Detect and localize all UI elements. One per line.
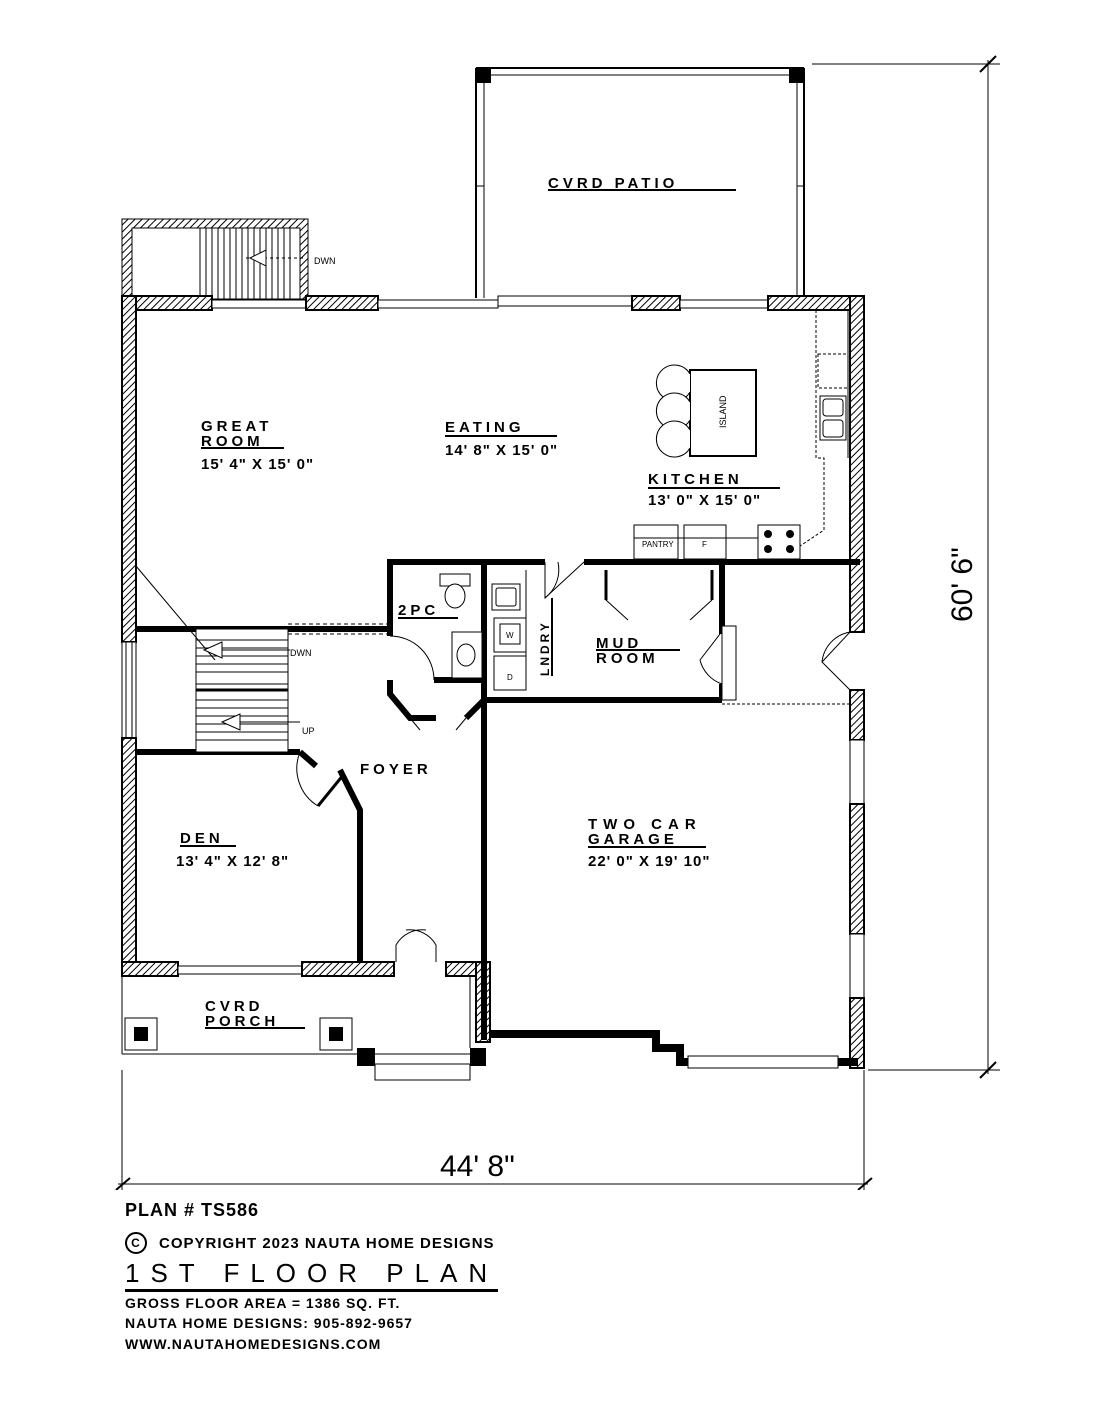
pantry xyxy=(633,524,679,560)
porch-label-2: PORCH xyxy=(205,1013,279,1030)
2pc-label: 2PC xyxy=(398,602,439,619)
cvrd-patio-label: CVRD PATIO xyxy=(548,175,678,192)
2pc-door-swing xyxy=(389,635,435,681)
kitchen-label: KITCHEN xyxy=(648,471,743,488)
overall-width-dimension: 44' 8" xyxy=(440,1150,515,1183)
great-room-dimensions: 15' 4" X 15' 0" xyxy=(201,456,314,473)
arrow-left-icon xyxy=(248,249,267,267)
mud-room-fixtures xyxy=(604,570,850,705)
arrow-left-icon xyxy=(202,641,223,659)
mud-closet-door xyxy=(605,580,713,621)
den-dimensions: 13' 4" X 12' 8" xyxy=(176,853,289,870)
garage-label-2: GARAGE xyxy=(588,831,678,848)
powder-room-fixtures xyxy=(439,573,483,679)
copyright-icon: C xyxy=(125,1232,147,1254)
stool-icon xyxy=(655,420,691,458)
interior-stairs: DWN UP xyxy=(135,565,390,753)
closet-door-swing xyxy=(409,717,467,731)
room-labels: CVRD PATIO GREAT ROOM 15' 4" X 15' 0" EA… xyxy=(176,175,780,1030)
arrow-left-icon xyxy=(220,713,241,731)
fridge xyxy=(683,524,727,560)
kitchen-fixtures: ISLAND PANTRY F xyxy=(633,310,849,560)
porch-post xyxy=(357,1048,375,1066)
den-door-swing xyxy=(296,751,319,807)
gross-floor-area: GROSS FLOOR AREA = 1386 SQ. FT. xyxy=(125,1295,401,1311)
den-label: DEN xyxy=(180,830,224,847)
copyright-line: C COPYRIGHT 2023 NAUTA HOME DESIGNS xyxy=(125,1232,495,1254)
front-door-swing xyxy=(395,929,427,962)
kitchen-dimensions: 13' 0" X 15' 0" xyxy=(648,492,761,509)
covered-patio xyxy=(475,67,805,298)
patio-post xyxy=(476,68,491,83)
sheet-title: 1ST FLOOR PLAN xyxy=(125,1258,499,1292)
laundry-label: LNDRY xyxy=(538,620,552,676)
deck-stair-down-label: DWN xyxy=(314,256,336,266)
company-website: WWW.NAUTAHOMEDESIGNS.COM xyxy=(125,1336,382,1352)
stove-icon xyxy=(757,524,801,560)
porch-post xyxy=(470,1048,486,1066)
toilet-icon xyxy=(444,583,466,609)
dryer-label: D xyxy=(507,673,513,682)
pantry-label: PANTRY xyxy=(642,540,674,549)
eating-dimensions: 14' 8" X 15' 0" xyxy=(445,442,558,459)
great-room-label-2: ROOM xyxy=(201,433,264,450)
fridge-label: F xyxy=(702,540,707,549)
rear-deck-stairs: DWN xyxy=(121,218,336,300)
exterior-walls xyxy=(121,295,865,1069)
doors xyxy=(296,561,851,962)
patio-post xyxy=(789,68,804,83)
foyer-label: FOYER xyxy=(360,761,432,778)
plan-number: PLAN # TS586 xyxy=(125,1200,260,1220)
island xyxy=(689,369,757,457)
porch-label: CVRD xyxy=(205,998,264,1015)
copyright-text: COPYRIGHT 2023 NAUTA HOME DESIGNS xyxy=(159,1234,495,1252)
overall-depth-dimension: 60' 6" xyxy=(946,547,979,622)
floor-plan-drawing: DWN xyxy=(115,55,1000,1190)
great-room-label: GREAT xyxy=(201,418,272,435)
laundry-fixtures: W D xyxy=(491,570,527,691)
stair-up-label: UP xyxy=(302,726,315,736)
company-phone: NAUTA HOME DESIGNS: 905-892-9657 xyxy=(125,1315,413,1331)
washer-label: W xyxy=(506,631,514,640)
sink-icon xyxy=(819,395,847,441)
garage-label: TWO CAR xyxy=(588,816,702,833)
porch-step xyxy=(374,1063,471,1081)
stair-down-label: DWN xyxy=(290,648,312,658)
island-label: ISLAND xyxy=(718,395,728,428)
side-door-swing xyxy=(821,631,851,691)
mud-room-label-2: ROOM xyxy=(596,650,659,667)
eating-label: EATING xyxy=(445,419,525,436)
basin-icon xyxy=(456,643,476,667)
mud-room-label: MUD xyxy=(596,635,642,652)
dimension-lines: 44' 8" 60' 6" xyxy=(115,55,1000,1190)
dryer xyxy=(493,655,527,691)
covered-porch xyxy=(121,976,486,1081)
garage-dimensions: 22' 0" X 19' 10" xyxy=(588,853,710,870)
garage-entry-door xyxy=(699,633,723,685)
